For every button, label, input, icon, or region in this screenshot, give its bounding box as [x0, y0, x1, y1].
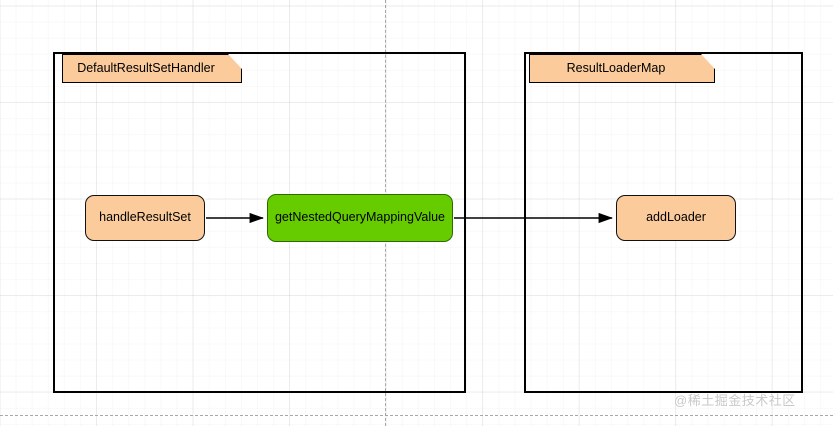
watermark-text: @稀土掘金技术社区 [674, 393, 796, 408]
package-label-default-result-set-handler[interactable]: DefaultResultSetHandler [62, 54, 242, 83]
node-handle-result-set[interactable]: handleResultSet [85, 195, 205, 241]
node-get-nested-query-mapping-value[interactable]: getNestedQueryMappingValue [267, 194, 453, 242]
node-label: getNestedQueryMappingValue [274, 210, 445, 225]
node-add-loader[interactable]: addLoader [616, 195, 736, 241]
package-result-loader-map[interactable] [524, 52, 803, 393]
page-break-horizontal-guide [0, 415, 833, 416]
package-title-text: DefaultResultSetHandler [77, 61, 215, 76]
node-label: addLoader [646, 210, 706, 225]
package-title-text: ResultLoaderMap [566, 61, 666, 76]
package-label-result-loader-map[interactable]: ResultLoaderMap [529, 54, 715, 83]
package-default-result-set-handler[interactable] [53, 52, 466, 393]
node-label: handleResultSet [99, 210, 191, 225]
